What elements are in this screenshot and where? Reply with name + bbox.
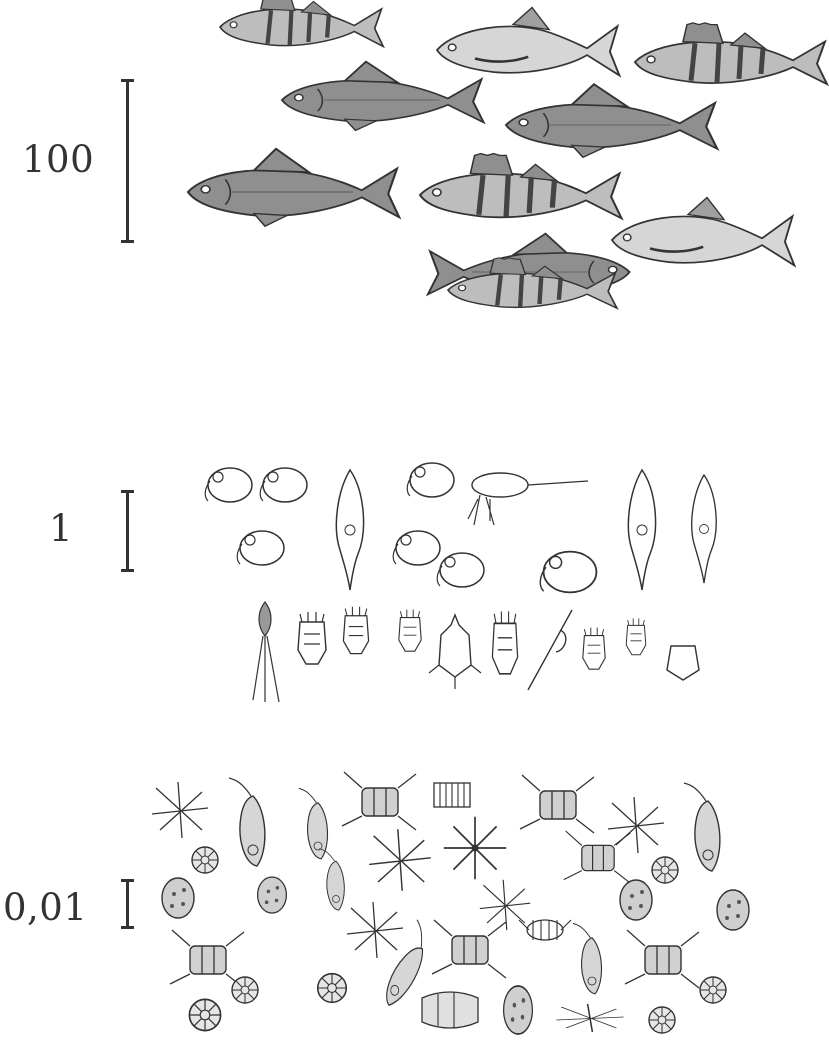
fish-roach-1 [282, 62, 484, 131]
zooplankton-group [205, 463, 716, 702]
fish-roach-3 [188, 149, 399, 226]
fish-perch-3 [420, 154, 622, 219]
fish-bream-2 [612, 198, 794, 266]
phytoplankton-group [152, 772, 749, 1034]
fish-roach-2 [506, 84, 717, 157]
fish-perch-1 [220, 0, 383, 47]
fish-group [188, 0, 827, 308]
fish-perch-2 [635, 23, 827, 84]
fish-bream-1 [437, 7, 619, 75]
